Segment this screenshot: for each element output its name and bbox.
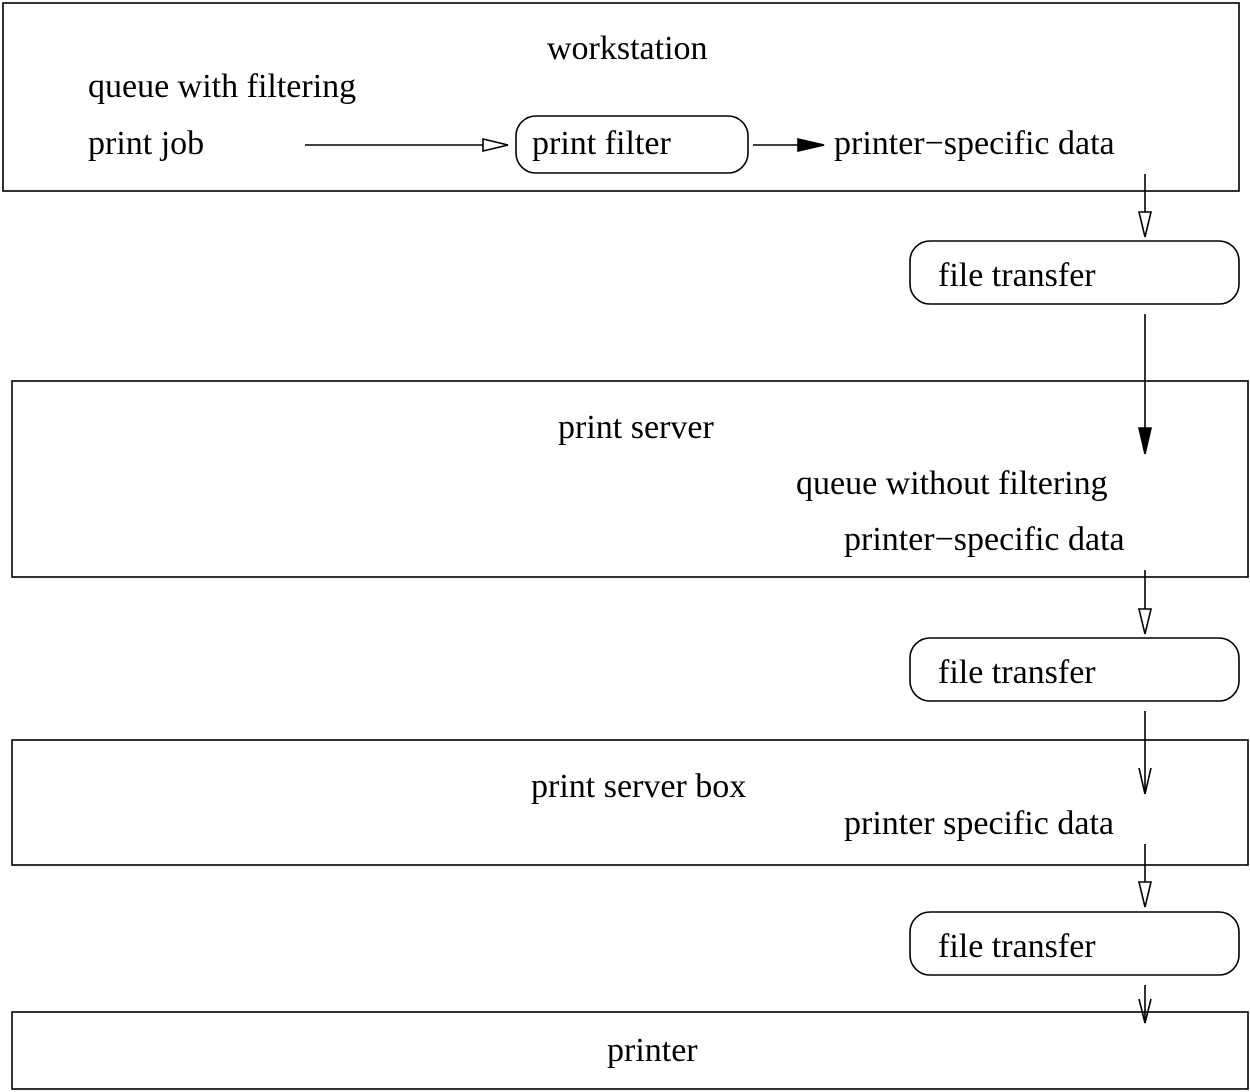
workstation-to-transfer-1-arrow xyxy=(1137,174,1153,238)
print-job-to-filter-arrow xyxy=(305,137,509,153)
file-transfer-2: file transfer xyxy=(909,637,1240,702)
workstation-title: workstation xyxy=(547,30,708,67)
print-filter-node: print filter xyxy=(515,115,749,174)
file-transfer-2-label: file transfer xyxy=(938,654,1096,691)
print-server-box-title: print server box xyxy=(531,768,746,805)
file-transfer-3-label: file transfer xyxy=(938,928,1096,965)
queue-with-filtering-label: queue with filtering xyxy=(88,68,356,105)
print-server-frame xyxy=(11,380,1249,578)
file-transfer-1-frame xyxy=(909,240,1240,305)
workstation-frame xyxy=(2,2,1240,192)
print-server-title: print server xyxy=(558,409,714,446)
filter-to-data-arrow xyxy=(753,137,825,153)
workstation-printer-specific-data-label: printer−specific data xyxy=(834,125,1115,162)
printer-title: printer xyxy=(607,1032,698,1069)
print-server-box: print server queue without filtering pri… xyxy=(11,380,1249,578)
transfer-2-to-print-server-box-arrow xyxy=(1138,711,1152,795)
print-server-box-frame xyxy=(11,739,1249,866)
transfer-1-to-print-server-arrow xyxy=(1137,314,1153,455)
print-server-printer-specific-data-label: printer−specific data xyxy=(844,521,1125,558)
print-filter-frame xyxy=(515,115,749,174)
queue-without-filtering-label: queue without filtering xyxy=(796,465,1108,502)
file-transfer-1: file transfer xyxy=(909,240,1240,305)
workstation-box: workstation queue with filtering print j… xyxy=(2,2,1240,192)
print-job-label: print job xyxy=(88,125,204,162)
file-transfer-1-label: file transfer xyxy=(938,257,1096,294)
printer-frame xyxy=(11,1011,1249,1090)
transfer-3-to-printer-arrow xyxy=(1138,985,1152,1024)
print-server-to-transfer-2-arrow xyxy=(1137,570,1153,635)
file-transfer-2-frame xyxy=(909,637,1240,702)
printer-box: printer xyxy=(11,1011,1249,1090)
print-filter-label: print filter xyxy=(532,125,671,162)
print-server-box-to-transfer-3-arrow xyxy=(1137,844,1153,908)
print-server-box-device: print server box printer specific data xyxy=(11,739,1249,866)
print-server-box-data-label: printer specific data xyxy=(844,805,1114,842)
file-transfer-3-frame xyxy=(909,911,1240,976)
file-transfer-3: file transfer xyxy=(909,911,1240,976)
